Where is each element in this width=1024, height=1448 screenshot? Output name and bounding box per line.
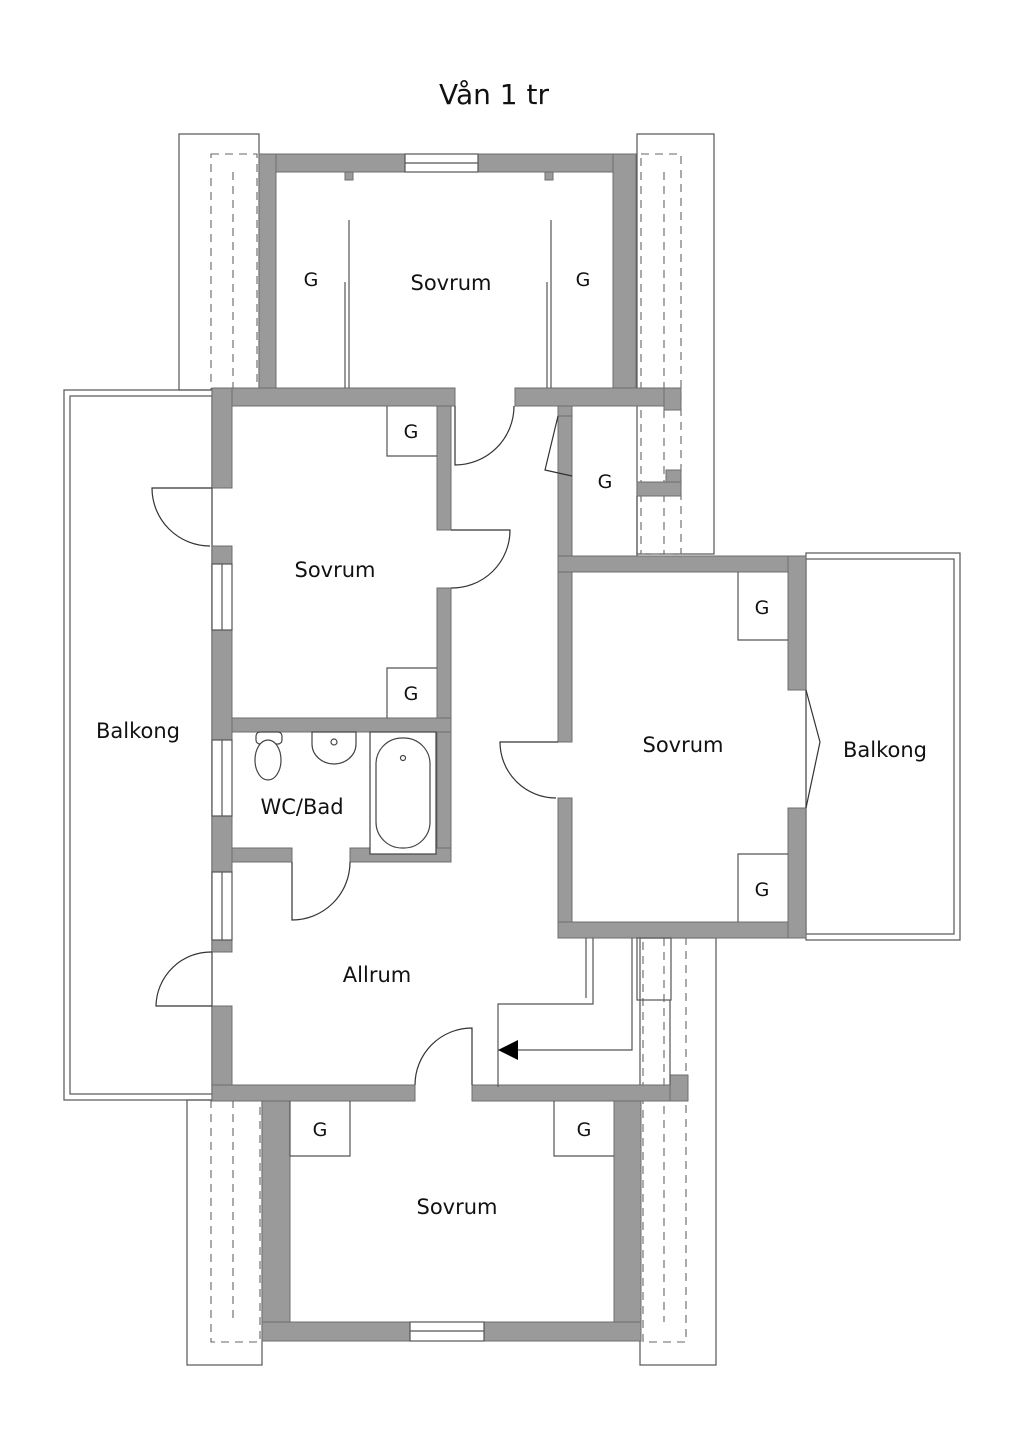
sink-icon bbox=[311, 731, 357, 765]
room-label-allrum: Allrum bbox=[343, 963, 411, 987]
closet-label: G bbox=[755, 879, 770, 901]
room-label-balkong-right: Balkong bbox=[843, 738, 927, 762]
closet-label: G bbox=[577, 1119, 592, 1141]
closet-label: G bbox=[404, 683, 419, 705]
closet-label: G bbox=[313, 1119, 328, 1141]
bathtub-icon bbox=[369, 731, 437, 855]
room-label-sovrum-bottom: Sovrum bbox=[416, 1195, 497, 1219]
wardrobe-sliders bbox=[344, 220, 552, 388]
closet-label: G bbox=[404, 421, 419, 443]
closet-boxes bbox=[289, 406, 788, 1157]
bathroom-fixtures bbox=[254, 731, 437, 855]
closet-label: G bbox=[304, 269, 319, 291]
toilet-icon bbox=[254, 731, 283, 781]
closet-label: G bbox=[576, 269, 591, 291]
floor-title: Vån 1 tr bbox=[439, 78, 549, 111]
staircase bbox=[497, 496, 672, 1087]
closet-label: G bbox=[755, 597, 770, 619]
windows bbox=[211, 153, 485, 1342]
doors bbox=[151, 405, 821, 1086]
room-label-balkong-left: Balkong bbox=[96, 719, 180, 743]
walls bbox=[211, 153, 807, 1342]
room-label-sovrum-top: Sovrum bbox=[410, 271, 491, 295]
closet-label: G bbox=[598, 471, 613, 493]
room-label-sovrum-left: Sovrum bbox=[294, 558, 375, 582]
room-label-sovrum-right: Sovrum bbox=[642, 733, 723, 757]
room-label-wc-bad: WC/Bad bbox=[260, 795, 343, 819]
balconies bbox=[63, 389, 961, 1101]
